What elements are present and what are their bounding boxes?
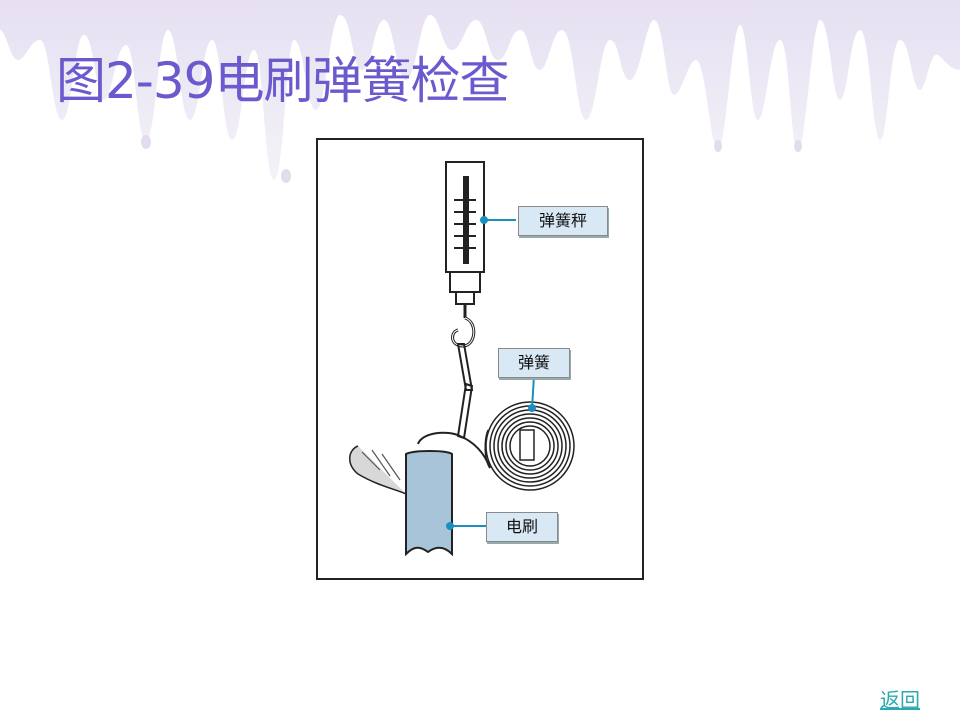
leader-lines bbox=[446, 216, 536, 530]
page-title: 图2-39电刷弹簧检查 bbox=[56, 52, 509, 110]
label-brush: 电刷 bbox=[486, 512, 558, 542]
inspection-illustration bbox=[349, 161, 575, 557]
label-spring: 弹簧 bbox=[498, 348, 570, 378]
brush-spring-figure: 弹簧秤 弹簧 电刷 bbox=[316, 138, 644, 580]
coil-spring bbox=[484, 401, 575, 491]
label-spring-scale: 弹簧秤 bbox=[518, 206, 608, 236]
spring-scale bbox=[445, 161, 485, 348]
wire-strands bbox=[361, 449, 401, 481]
return-link[interactable]: 返回 bbox=[880, 688, 920, 712]
decorative-drip-banner bbox=[0, 0, 960, 183]
brush-lead-wire bbox=[349, 445, 407, 495]
hook-links bbox=[417, 343, 491, 469]
carbon-brush bbox=[405, 450, 453, 557]
